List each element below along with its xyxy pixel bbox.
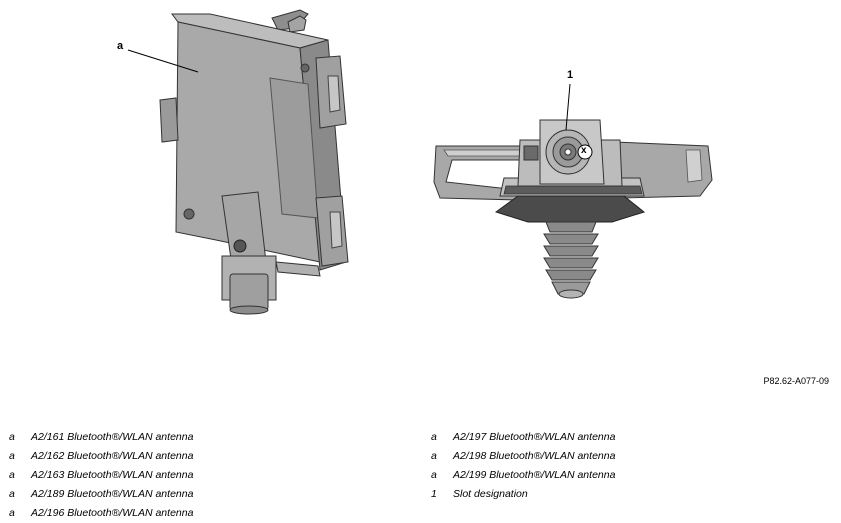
legend-key: 1 bbox=[431, 487, 437, 500]
callout-1: 1 bbox=[567, 69, 574, 81]
legend-text: A2/161 Bluetooth®/WLAN antenna bbox=[31, 430, 194, 443]
legend-text: A2/189 Bluetooth®/WLAN antenna bbox=[31, 487, 194, 500]
legend-item: a A2/198 Bluetooth®/WLAN antenna bbox=[431, 446, 615, 465]
legend-item: a A2/199 Bluetooth®/WLAN antenna bbox=[431, 465, 615, 484]
legend-item: a A2/163 Bluetooth®/WLAN antenna bbox=[9, 465, 193, 484]
legend-key: a bbox=[9, 468, 15, 481]
legend-text: A2/199 Bluetooth®/WLAN antenna bbox=[453, 468, 616, 481]
legend-key: a bbox=[431, 468, 437, 481]
legend-text: A2/198 Bluetooth®/WLAN antenna bbox=[453, 449, 616, 462]
legend-item: a A2/196 Bluetooth®/WLAN antenna bbox=[9, 503, 193, 522]
legend-key: a bbox=[9, 449, 15, 462]
legend-text: Slot designation bbox=[453, 487, 528, 500]
mounting-clip bbox=[433, 119, 713, 299]
figure-reference: P82.62-A077-09 bbox=[763, 376, 829, 386]
legend-key: a bbox=[431, 449, 437, 462]
legend-key: a bbox=[9, 487, 15, 500]
legend-text: A2/163 Bluetooth®/WLAN antenna bbox=[31, 468, 194, 481]
legend-item: a A2/161 Bluetooth®/WLAN antenna bbox=[9, 427, 193, 446]
antenna-illustration bbox=[127, 9, 713, 315]
legend-item: a A2/197 Bluetooth®/WLAN antenna bbox=[431, 427, 615, 446]
antenna-module bbox=[159, 9, 349, 315]
legend-text: A2/196 Bluetooth®/WLAN antenna bbox=[31, 506, 194, 519]
legend-key: a bbox=[9, 430, 15, 443]
callout-a-leader bbox=[127, 49, 199, 73]
legend-text: A2/197 Bluetooth®/WLAN antenna bbox=[453, 430, 616, 443]
legend-key: a bbox=[9, 506, 15, 519]
legend-item: a A2/162 Bluetooth®/WLAN antenna bbox=[9, 446, 193, 465]
legend-key: a bbox=[431, 430, 437, 443]
callout-a: a bbox=[117, 40, 124, 52]
legend-item: a A2/189 Bluetooth®/WLAN antenna bbox=[9, 484, 193, 503]
callout-x: x bbox=[581, 145, 587, 156]
callout-1-leader bbox=[565, 83, 571, 131]
legend-text: A2/162 Bluetooth®/WLAN antenna bbox=[31, 449, 194, 462]
legend-item: 1 Slot designation bbox=[431, 484, 615, 503]
